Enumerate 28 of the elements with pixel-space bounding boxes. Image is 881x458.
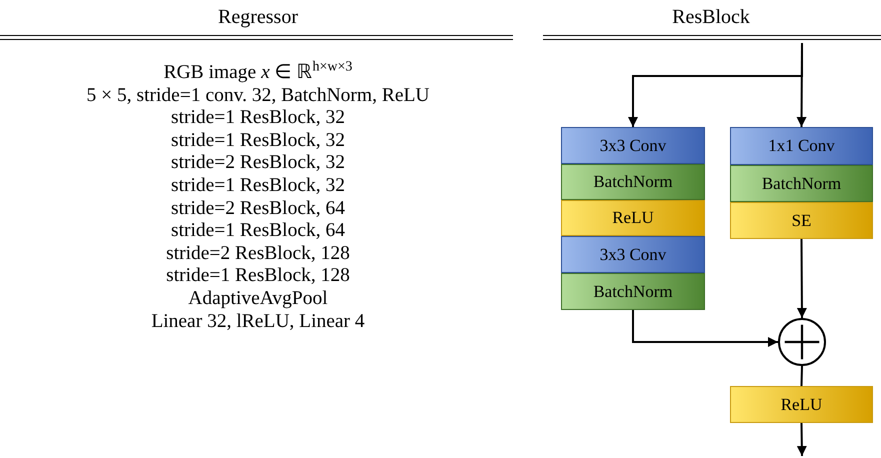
layer-spec-text: stride=2 ResBlock, 64 [170, 198, 346, 220]
batchnorm-layer-block: BatchNorm [561, 273, 705, 310]
layer-spec-text: RGB image x ∈ ℝ$^{h×w×3}$ [164, 62, 352, 85]
batchnorm-layer-block: BatchNorm [561, 164, 705, 200]
conv-layer-block: 3x3 Conv [561, 127, 705, 164]
activation-layer-block: ReLU [561, 200, 705, 236]
arrow [796, 239, 807, 318]
arrow [628, 43, 803, 127]
layer-spec-text: stride=2 ResBlock, 32 [170, 152, 346, 175]
activation-layer-block: SE [730, 202, 873, 239]
column-header: Regressor [218, 6, 298, 28]
layer-spec-text: stride=1 ResBlock, 32 [170, 107, 346, 130]
batchnorm-layer-block: BatchNorm [730, 165, 873, 202]
layer-spec-text: Linear 32, lReLU, Linear 4 [151, 310, 365, 334]
layer-spec-text: stride=2 ResBlock, 128 [166, 242, 350, 266]
activation-layer-block: ReLU [730, 386, 873, 423]
sum-circle [778, 318, 826, 366]
layer-spec-text: stride=1 ResBlock, 32 [170, 175, 346, 198]
layer-spec-text: stride=1 ResBlock, 128 [166, 265, 350, 288]
conv-layer-block: 1x1 Conv [730, 127, 873, 165]
column-header: ResBlock [672, 6, 750, 28]
layer-spec-text: stride=1 ResBlock, 64 [170, 220, 346, 243]
arrow [632, 310, 778, 347]
layer-spec-text: AdaptiveAvgPool [188, 288, 328, 311]
arrow [796, 422, 807, 456]
layer-spec-text: stride=1 ResBlock, 32 [170, 130, 346, 152]
layer-spec-text: 5 × 5, stride=1 conv. 32, BatchNorm, ReLU [86, 84, 430, 108]
conv-layer-block: 3x3 Conv [561, 236, 705, 273]
